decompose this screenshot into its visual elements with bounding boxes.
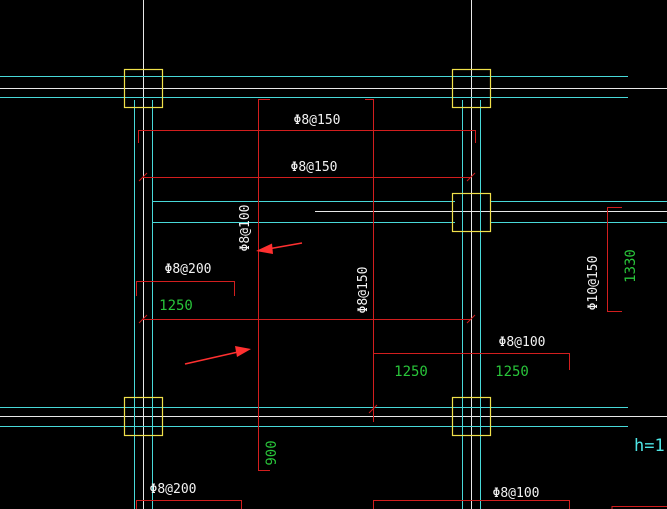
rebar-label-vertical-left: Φ8@100 <box>238 205 253 252</box>
rebar-labels: Φ8@150 Φ8@150 Φ8@200 Φ8@100 Φ8@200 Φ8@10… <box>150 113 601 501</box>
rebar-tick <box>138 314 148 324</box>
column <box>123 396 164 437</box>
rebar-vertical-left <box>258 99 270 471</box>
rebar-vertical-center <box>365 99 374 422</box>
beam-lines <box>0 76 667 509</box>
rebar-top-1 <box>138 130 476 143</box>
rebar-bottom-left <box>136 500 242 509</box>
arrow-head-icon <box>235 346 251 357</box>
column <box>451 68 492 109</box>
column <box>451 192 492 233</box>
arrow-head-icon <box>256 243 273 254</box>
columns <box>123 68 492 437</box>
rebar-label-top-1: Φ8@150 <box>294 113 341 128</box>
rebar-label-right-mid: Φ8@100 <box>499 335 546 350</box>
dim-label-mid-1250: 1250 <box>394 364 428 380</box>
dimension-labels: 1250 1250 1250 1330 900 <box>159 249 639 466</box>
dim-label-bottom-900: 900 <box>264 440 280 465</box>
dim-label-right-1250: 1250 <box>495 364 529 380</box>
rebar-left-mid <box>136 281 235 296</box>
rebar-right-mid <box>373 353 570 370</box>
slab-thickness-label: h=1 <box>634 436 665 456</box>
arrows <box>184 242 303 365</box>
rebar-bottom-right <box>373 500 570 509</box>
rebar-tick <box>368 404 378 414</box>
rebar-tick <box>466 172 476 182</box>
rebar-label-top-2: Φ8@150 <box>291 160 338 175</box>
rebar-label-left-mid: Φ8@200 <box>165 262 212 277</box>
rebar-label-right-vertical: Φ10@150 <box>586 256 601 311</box>
dim-label-left-1250: 1250 <box>159 298 193 314</box>
arrow-shaft <box>267 242 303 250</box>
rebar-label-bottom-right: Φ8@100 <box>493 486 540 501</box>
column <box>451 396 492 437</box>
arrow-shaft <box>184 351 239 365</box>
rebar-right-vertical <box>607 207 622 312</box>
column <box>123 68 164 109</box>
rebar-tick <box>466 314 476 324</box>
rebar-label-bottom-left: Φ8@200 <box>150 482 197 497</box>
rebar-label-vertical-center: Φ8@150 <box>356 267 371 314</box>
rebar-lines <box>136 99 667 509</box>
rebar-bottom-far <box>611 506 667 509</box>
dim-label-right-1330: 1330 <box>623 249 639 283</box>
rebar-tick <box>138 172 148 182</box>
